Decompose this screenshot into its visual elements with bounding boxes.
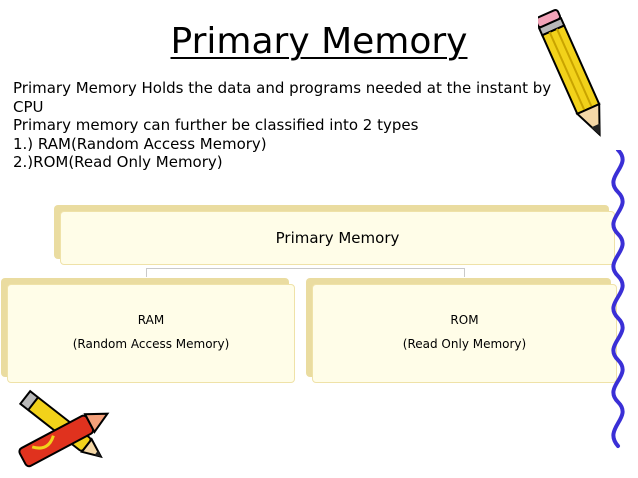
diagram-root-box: Primary Memory xyxy=(60,211,615,265)
body-line: Primary memory can further be classified… xyxy=(13,116,419,134)
crayons-icon xyxy=(18,389,110,468)
squiggle-decoration xyxy=(611,150,625,448)
diagram-ram-box: RAM (Random Access Memory) xyxy=(7,284,295,383)
rom-description: (Read Only Memory) xyxy=(402,337,527,351)
diagram-rom-box: ROM (Read Only Memory) xyxy=(312,284,617,383)
slide-body: Primary Memory Holds the data and progra… xyxy=(13,79,558,172)
body-line: 2.)ROM(Read Only Memory) xyxy=(13,153,223,171)
ram-label: RAM xyxy=(137,313,165,327)
pencil-icon xyxy=(538,9,601,137)
diagram-root-label: Primary Memory xyxy=(275,229,400,247)
ram-description: (Random Access Memory) xyxy=(72,337,230,351)
slide-title: Primary Memory xyxy=(170,21,468,62)
body-line: Primary Memory Holds the data and progra… xyxy=(13,79,552,116)
diagram-connector xyxy=(146,268,465,277)
body-line: 1.) RAM(Random Access Memory) xyxy=(13,134,267,153)
rom-label: ROM xyxy=(450,313,479,327)
